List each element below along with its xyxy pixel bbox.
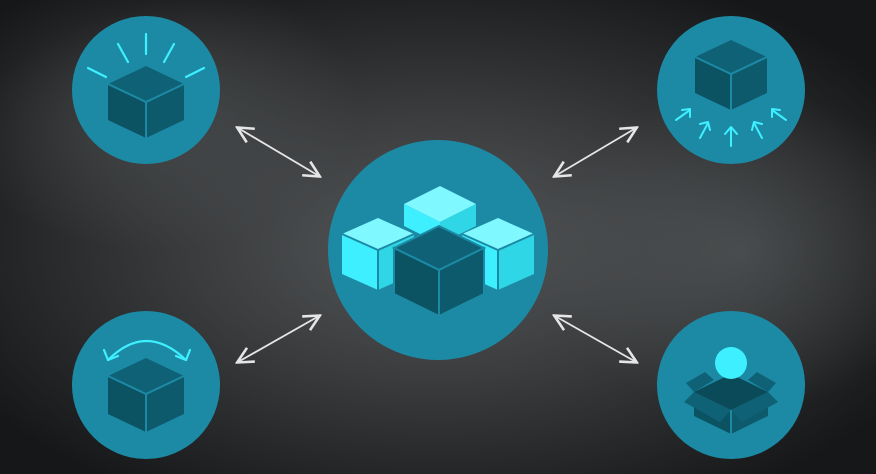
cube-front <box>391 224 487 318</box>
arrow-hub-top-left <box>238 128 319 176</box>
hub-node <box>328 140 548 360</box>
open-box-icon <box>684 347 778 434</box>
arrow-hub-top-right <box>555 128 636 176</box>
rotate-box-icon <box>102 339 192 432</box>
compress-box-icon <box>675 40 787 147</box>
node-top-right <box>657 16 805 164</box>
node-bottom-right <box>657 311 805 459</box>
glowing-box-icon <box>86 32 206 138</box>
connector-arrows <box>238 128 636 362</box>
arrow-hub-bottom-left <box>238 316 319 362</box>
node-top-left <box>72 16 220 164</box>
node-bottom-left <box>72 311 220 459</box>
hub-cube-cluster-icon <box>341 186 535 318</box>
arrow-hub-bottom-right <box>555 316 636 362</box>
